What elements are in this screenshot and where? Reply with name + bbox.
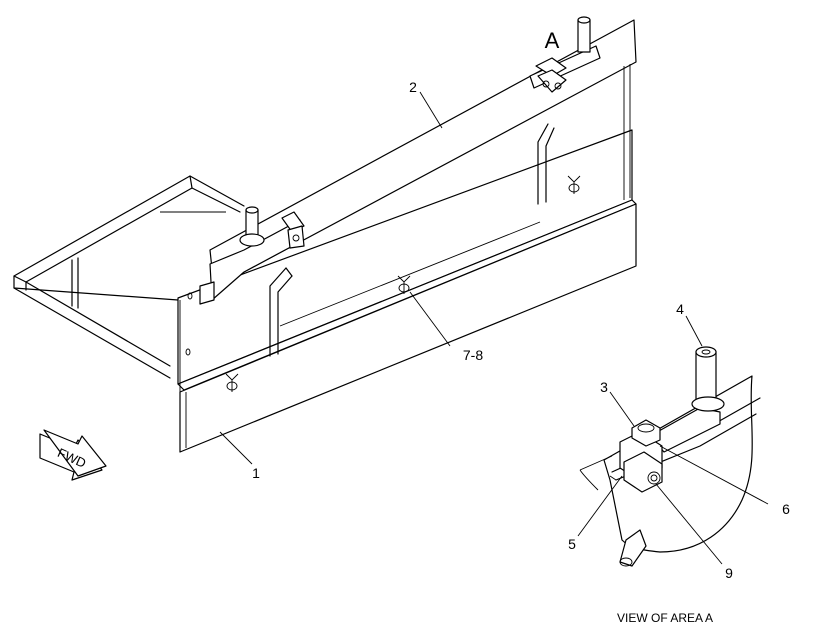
callout-7-8: 7-8 [463, 347, 483, 363]
callout-3: 3 [600, 379, 608, 395]
area-a-label: A [545, 28, 560, 53]
left-bracket [199, 206, 305, 305]
wing-nut-left [225, 373, 239, 392]
tube-frame [13, 175, 245, 379]
right-bracket [529, 16, 601, 93]
wing-nut-center [397, 275, 411, 294]
leader-1 [219, 431, 253, 465]
callout-5: 5 [568, 536, 576, 552]
leader-7-8 [409, 291, 451, 347]
main-plate [177, 129, 637, 453]
leader-2 [419, 91, 443, 129]
right-latch [537, 123, 555, 205]
callout-4: 4 [676, 301, 684, 317]
detail-view-area-a [577, 315, 769, 567]
callout-1: 1 [252, 465, 260, 481]
callout-9: 9 [725, 565, 733, 581]
left-latch [269, 267, 293, 357]
callout-2: 2 [409, 79, 417, 95]
wing-nut-right [567, 175, 581, 194]
fwd-arrow-icon [39, 429, 107, 481]
detail-caption: VIEW OF AREA A [617, 611, 713, 625]
callout-6: 6 [782, 501, 790, 517]
